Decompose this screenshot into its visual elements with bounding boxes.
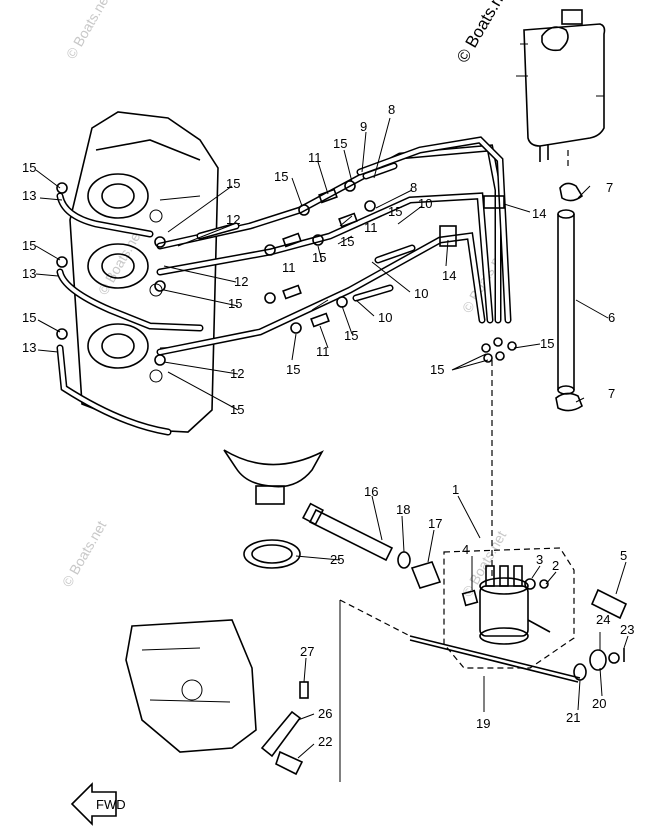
callout-15: 15 xyxy=(230,402,244,417)
callout-15: 15 xyxy=(333,136,347,151)
watermark-top-left: © Boats.net xyxy=(63,0,114,62)
t-joints-11 xyxy=(282,188,358,328)
callout-11: 11 xyxy=(308,150,322,165)
callout-15: 15 xyxy=(226,176,240,191)
callout-15: 15 xyxy=(312,250,326,265)
callout-15: 15 xyxy=(22,160,36,175)
hose-clip-7-bottom xyxy=(555,392,583,412)
drive-shaft-16 xyxy=(308,508,394,562)
hose-clip-7-top xyxy=(559,182,584,202)
callout-22: 22 xyxy=(318,734,332,749)
watermark-top-right: © Boats.net xyxy=(453,0,514,66)
callout-2: 2 xyxy=(552,558,559,573)
pump-screw-3 xyxy=(524,578,536,590)
callout-27: 27 xyxy=(300,644,314,659)
callout-12: 12 xyxy=(234,274,248,289)
callout-6: 6 xyxy=(608,310,615,325)
callout-15: 15 xyxy=(340,234,354,249)
oil-seal-18 xyxy=(397,551,411,569)
callout-3: 3 xyxy=(536,552,543,567)
callout-15: 15 xyxy=(22,310,36,325)
callout-23: 23 xyxy=(620,622,634,637)
callout-11: 11 xyxy=(282,260,296,275)
callout-14: 14 xyxy=(442,268,456,283)
pump-filter-4 xyxy=(461,589,479,607)
fwd-label: FWD xyxy=(96,797,126,812)
callout-21: 21 xyxy=(566,710,580,725)
callout-8: 8 xyxy=(388,102,395,117)
callout-26: 26 xyxy=(318,706,332,721)
link-rod-19 xyxy=(409,635,581,679)
callout-10: 10 xyxy=(414,286,428,301)
fuel-pump-boundary xyxy=(443,547,575,669)
callout-11: 11 xyxy=(316,344,330,359)
callout-9: 9 xyxy=(360,119,367,134)
pin-27 xyxy=(299,681,309,699)
lever-26 xyxy=(260,710,302,758)
callout-10: 10 xyxy=(418,196,432,211)
callout-1: 1 xyxy=(452,482,459,497)
callout-20: 20 xyxy=(592,696,606,711)
watermark-low-left: © Boats.net xyxy=(59,518,110,590)
callout-15: 15 xyxy=(540,336,554,351)
fuel-connector-5 xyxy=(590,588,628,620)
callout-15: 15 xyxy=(388,204,402,219)
hose-clamps-15 xyxy=(56,180,517,366)
callout-16: 16 xyxy=(364,484,378,499)
fwd-arrow: FWD xyxy=(70,782,126,826)
callout-11: 11 xyxy=(364,220,378,235)
clip-24 xyxy=(608,652,620,664)
callout-13: 13 xyxy=(22,340,36,355)
callout-18: 18 xyxy=(396,502,410,517)
leader-lines xyxy=(35,117,629,759)
pump-washer-2 xyxy=(539,579,549,589)
callout-15: 15 xyxy=(274,169,288,184)
callout-12: 12 xyxy=(230,366,244,381)
callout-17: 17 xyxy=(428,516,442,531)
callout-5: 5 xyxy=(620,548,627,563)
joint-20 xyxy=(589,649,607,671)
callout-15: 15 xyxy=(22,238,36,253)
callout-15: 15 xyxy=(228,296,242,311)
cylinder-block xyxy=(69,111,219,433)
fuel-hose-bundle xyxy=(156,136,512,356)
callout-19: 19 xyxy=(476,716,490,731)
callout-15: 15 xyxy=(344,328,358,343)
callout-12: 12 xyxy=(226,212,240,227)
plug-17 xyxy=(410,561,442,589)
callout-14: 14 xyxy=(532,206,546,221)
fuel-hose-13-bottom xyxy=(56,344,172,436)
watermark-low-center: © Boats.net xyxy=(459,528,510,600)
callout-10: 10 xyxy=(378,310,392,325)
callout-numbers: 8 9 15 15 13 15 11 15 8 12 10 15 11 15 1… xyxy=(22,102,634,749)
fuel-hose-6 xyxy=(557,214,575,390)
callout-25: 25 xyxy=(330,552,344,567)
callout-15: 15 xyxy=(286,362,300,377)
callout-15: 15 xyxy=(430,362,444,377)
callout-8: 8 xyxy=(410,180,417,195)
callout-7: 7 xyxy=(606,180,613,195)
callout-13: 13 xyxy=(22,188,36,203)
collar-22 xyxy=(275,750,304,776)
callout-24: 24 xyxy=(596,612,610,627)
callout-4: 4 xyxy=(462,542,469,557)
upper-cowling-part xyxy=(223,449,324,488)
lower-housing xyxy=(125,619,257,753)
hose-holder-14a xyxy=(483,195,505,209)
fuel-filter-reservoir xyxy=(516,9,606,162)
fuel-pump xyxy=(479,565,551,645)
callout-13: 13 xyxy=(22,266,36,281)
grommet-25 xyxy=(243,539,301,569)
callout-7: 7 xyxy=(608,386,615,401)
